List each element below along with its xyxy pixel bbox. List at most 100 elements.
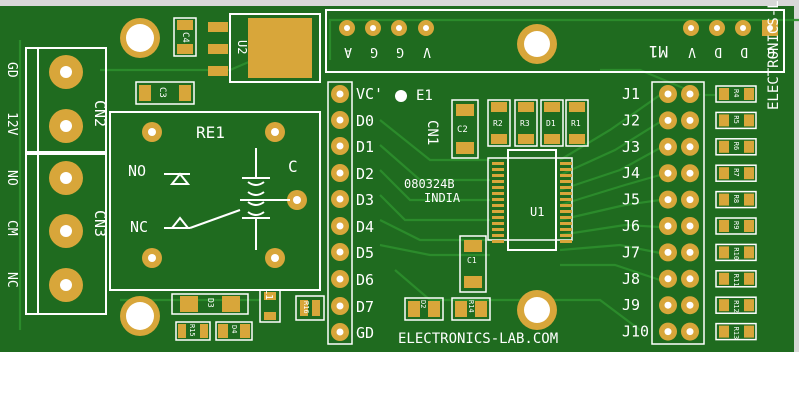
j-resistor-pad <box>719 167 729 180</box>
brand-bottom: ELECTRONICS-LAB.COM <box>398 331 558 347</box>
u2-ref: U2 <box>235 40 249 54</box>
m1-ref: M1 <box>649 42 668 61</box>
d-header-label-d5: D5 <box>356 244 374 262</box>
c3-ref: C3 <box>157 87 167 98</box>
j-header-pin-hole <box>686 196 694 204</box>
j-resistor-pad <box>744 246 754 259</box>
j-header-label: J3 <box>622 138 640 156</box>
j-resistor-outline <box>715 138 757 156</box>
u1-pad <box>560 222 572 225</box>
mounting-holes <box>120 18 557 336</box>
r14-ref: R14 <box>467 300 475 313</box>
r2-ref: R2 <box>493 119 503 128</box>
j-resistor-label: R5 <box>732 115 740 123</box>
relay-re1: RE1 NO NC C <box>109 111 321 291</box>
m1-pin-d2: D <box>740 44 748 59</box>
capacitor-c4: C4 <box>173 17 197 57</box>
j-header-label: J8 <box>622 270 640 288</box>
board-origin: INDIA <box>424 191 461 205</box>
top-smd-parts: R2 R3 D1 R1 <box>487 99 589 147</box>
j-resistor-pad <box>719 325 729 338</box>
u1-pad <box>492 192 504 195</box>
u1-pad <box>560 240 572 243</box>
j-resistor-outline <box>715 217 757 235</box>
j-header-pin-hole <box>686 222 694 230</box>
e1-label: E1 <box>416 88 433 104</box>
u1-ref: U1 <box>530 205 544 219</box>
j-header-pin-hole <box>686 90 694 98</box>
j-header-label: J7 <box>622 243 640 261</box>
terminal-label-cm: CM <box>4 220 19 236</box>
j-resistor-pad <box>744 325 754 338</box>
j-header-pin-hole <box>686 116 694 124</box>
j-resistor-label: R13 <box>732 327 740 340</box>
d-header-label-d0: D0 <box>356 112 374 130</box>
u1-pad <box>492 204 504 207</box>
d2-ref: D2 <box>419 300 427 308</box>
ic-u1: U1 <box>487 149 573 251</box>
m1-pin-g-right: G <box>767 44 775 59</box>
terminal-label-no: NO <box>4 170 19 186</box>
j-resistor-pad <box>719 246 729 259</box>
j-header-pin-hole <box>664 143 672 151</box>
j-resistor-pad <box>744 220 754 232</box>
j-resistor-label: R7 <box>732 168 740 176</box>
j-header-pin-hole <box>664 222 672 230</box>
capacitor-c3: C3 <box>135 81 195 105</box>
j-header-pin-hole <box>664 275 672 283</box>
u1-pad <box>560 198 572 201</box>
j-resistor-pad <box>744 193 754 206</box>
j-header-label: J9 <box>622 296 640 314</box>
j-resistor-pad <box>744 272 754 285</box>
m1-pin-g1: G <box>370 44 378 59</box>
d-header-label-d6: D6 <box>356 271 374 289</box>
u1-pad <box>492 228 504 231</box>
c1-ref: C1 <box>467 256 477 265</box>
terminal-label-12v: 12V <box>4 112 19 136</box>
d-header-label-d4: D4 <box>356 218 374 236</box>
j-resistor-pad <box>744 299 754 312</box>
j-header-label: J1 <box>622 85 640 103</box>
j-resistor-pad <box>719 114 729 127</box>
relay-ref: RE1 <box>196 123 225 142</box>
u1-pad <box>560 228 572 231</box>
d-header: VC' D0 D1 D2 D3 D4 D5 D6 D7 GD E1 CN1 <box>327 81 440 345</box>
u1-pad <box>492 198 504 201</box>
u1-pad <box>560 210 572 213</box>
j-resistor-label: R12 <box>732 300 740 313</box>
j-resistor-outline <box>715 164 757 182</box>
terminal-label-nc: NC <box>4 272 19 288</box>
j-resistor-outline <box>715 296 757 314</box>
j-resistor-outline <box>715 243 757 262</box>
d-header-label-d7: D7 <box>356 298 374 316</box>
j-header-pin-hole <box>664 90 672 98</box>
c2-ref: C2 <box>457 125 468 135</box>
j-resistor-label: R4 <box>732 89 740 97</box>
r15-ref: R15 <box>188 324 196 337</box>
j-resistor-label: R10 <box>732 247 740 260</box>
j-header-pin-hole <box>664 116 672 124</box>
u1-pad <box>492 174 504 177</box>
u1-pad <box>560 192 572 195</box>
j-resistor-pad <box>719 299 729 312</box>
j-resistor-pad <box>744 140 754 153</box>
j-resistor-pad <box>719 88 729 100</box>
relay-nc-label: NC <box>130 218 148 236</box>
j-header-pin-hole <box>686 301 694 309</box>
u1-pad <box>492 210 504 213</box>
j-resistor-label: R9 <box>732 221 740 229</box>
u1-pad <box>492 180 504 183</box>
j-header-pin-hole <box>686 143 694 151</box>
u1-pad <box>560 174 572 177</box>
u1-pad <box>492 234 504 237</box>
j-resistor-pad <box>744 88 754 100</box>
j-resistor-outline <box>715 85 757 103</box>
u1-pad <box>560 180 572 183</box>
bottom-center-parts: D2 R14 <box>404 297 491 321</box>
u1-pad <box>560 162 572 165</box>
u1-pad <box>560 186 572 189</box>
cn3-label: CN3 <box>91 210 109 237</box>
d-header-label-d1: D1 <box>356 138 374 156</box>
j-resistor-pad <box>744 114 754 127</box>
